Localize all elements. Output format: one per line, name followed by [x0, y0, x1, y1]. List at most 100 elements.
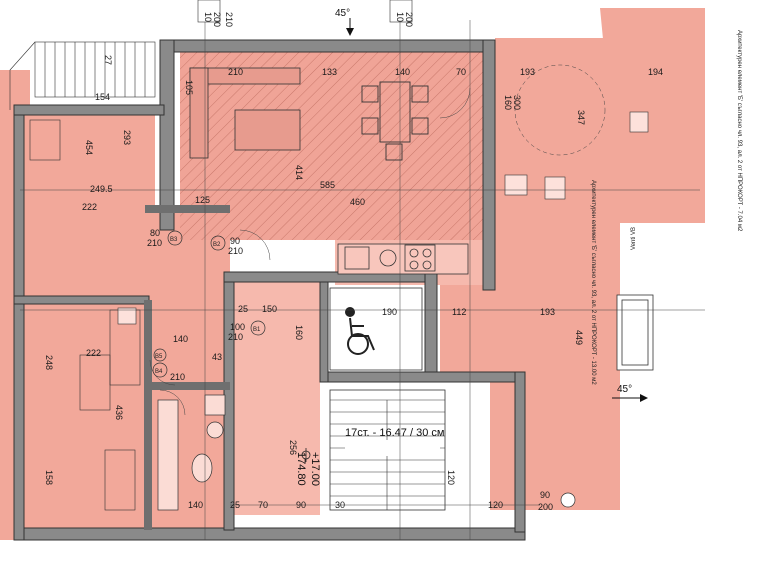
- dim-100: 100: [230, 322, 245, 332]
- dim-90: 90: [230, 236, 240, 246]
- dim-200-top-a: 200: [212, 12, 222, 27]
- dim-194: 194: [648, 67, 663, 77]
- dim-222: 222: [82, 202, 97, 212]
- dim-120b: 120: [488, 500, 503, 510]
- compass-top: [346, 18, 354, 36]
- wall-bath-top: [145, 382, 230, 390]
- dim-2495: 249.5: [90, 184, 113, 194]
- room-b2-label: B2: [213, 242, 221, 248]
- dim-25b: 25: [230, 500, 240, 510]
- dim-25a: 25: [238, 304, 248, 314]
- dim-27: 27: [103, 55, 113, 65]
- dim-154: 154: [95, 92, 110, 102]
- room-tag-b2: [210, 235, 226, 251]
- wall-bottom-main: [19, 527, 526, 541]
- level-label-1: +17.00: [309, 452, 321, 486]
- wall-stair-box-right: [514, 371, 526, 533]
- room-b3-label: B3: [170, 237, 178, 243]
- wall-left-main: [13, 109, 25, 541]
- room-tag-b3: [167, 230, 183, 246]
- dim-454: 454: [84, 140, 94, 155]
- dim-210-e: 210: [170, 372, 185, 382]
- wall-left-living: [159, 39, 175, 231]
- dim-585: 585: [320, 180, 335, 190]
- sofa: [189, 67, 301, 159]
- margin-right: [705, 0, 758, 564]
- dim-10-top-b: 10: [395, 12, 405, 22]
- dim-10-top-a: 10: [203, 12, 213, 22]
- bath-fixtures: [157, 394, 226, 511]
- dim-158: 158: [44, 470, 54, 485]
- compass-angle-right: 45°: [617, 384, 632, 395]
- staircase: [329, 389, 446, 511]
- dim-105: 105: [184, 80, 194, 95]
- dim-140: 140: [395, 67, 410, 77]
- kitchen-counter: [337, 243, 469, 275]
- side-note-right-render: Архитектурен елемент 'Б' съгласно чл. 93…: [736, 30, 742, 232]
- stair-label: 17ст. - 16.47 / 30 см: [345, 427, 444, 439]
- dim-449: 449: [574, 330, 584, 345]
- dim-30: 30: [335, 500, 345, 510]
- dim-300: 300: [512, 95, 522, 110]
- dim-210-top: 210: [224, 12, 234, 27]
- dim-414: 414: [294, 165, 304, 180]
- landing-area: [230, 275, 320, 515]
- dim-200d: 200: [538, 502, 553, 512]
- room-b1-label: B1: [253, 327, 261, 333]
- room-left-bottom: [20, 300, 145, 530]
- axis-bubble-top-a: [197, 0, 221, 23]
- room-tag-b4: [152, 362, 168, 378]
- dining-table: [361, 81, 429, 161]
- dim-210-a: 210: [228, 67, 243, 77]
- dim-460: 460: [350, 197, 365, 207]
- axis-lines: [20, 10, 750, 540]
- wall-corridor-top: [145, 205, 230, 213]
- vent-label: Venti VB: [631, 227, 637, 250]
- dim-112: 112: [452, 307, 466, 317]
- dim-160b: 160: [294, 325, 304, 340]
- dim-210-b: 210: [147, 238, 162, 248]
- room-left-top: [20, 110, 155, 300]
- wall-top-left-room: [13, 104, 165, 116]
- dim-200-top-b: 200: [404, 12, 414, 27]
- window-right: [616, 294, 654, 371]
- wall-stair-box-left: [319, 281, 329, 383]
- dim-248: 248: [44, 355, 54, 370]
- dim-90b: 90: [296, 500, 306, 510]
- dim-70b: 70: [258, 500, 268, 510]
- wall-top-living: [159, 39, 496, 53]
- dim-293: 293: [122, 130, 132, 145]
- door-arcs: [149, 64, 606, 416]
- dim-43: 43: [212, 352, 222, 362]
- dim-210-d: 210: [228, 332, 243, 342]
- compass-right: [612, 394, 648, 402]
- dim-256: 256: [288, 440, 298, 455]
- dim-140b: 140: [173, 334, 188, 344]
- compass-angle-top: 45°: [335, 8, 350, 19]
- terrace-right-wedge: [600, 8, 705, 222]
- balcony-railing: [9, 41, 156, 110]
- dim-80: 80: [150, 228, 160, 238]
- level-marker: [301, 448, 311, 462]
- dim-150: 150: [262, 304, 277, 314]
- wall-mid-left: [13, 295, 150, 305]
- dim-140c: 140: [188, 500, 203, 510]
- side-note-right-2: Архитектурен елемент 'Б' съгласно чл. 93…: [590, 180, 596, 385]
- wall-right-living: [482, 39, 496, 291]
- dim-210-c: 210: [228, 246, 243, 256]
- dim-133: 133: [322, 67, 337, 77]
- dim-436: 436: [114, 405, 124, 420]
- room-tag-b1: [250, 320, 266, 336]
- dim-70: 70: [456, 67, 466, 77]
- dim-90c: 90: [540, 490, 550, 500]
- lift-shaft: [329, 287, 423, 371]
- wall-bath-left: [144, 300, 152, 530]
- level-label-2: 174.80: [295, 452, 307, 486]
- wall-stair-box-top: [319, 371, 521, 383]
- room-b4-label: B4: [155, 369, 163, 375]
- room-b5-label: B5: [155, 354, 163, 360]
- axis-bubble-top-b: [389, 0, 413, 23]
- dim-120: 120: [446, 470, 456, 485]
- room-tag-b5: [153, 348, 167, 362]
